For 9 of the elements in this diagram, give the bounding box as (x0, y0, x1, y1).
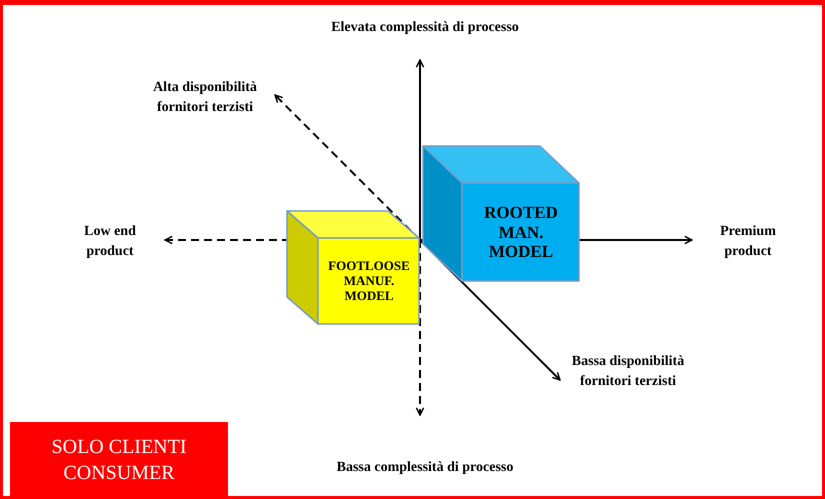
axis-label: Bassa complessità di processo (336, 459, 514, 477)
axis-label: Elevata complessità di processo (330, 19, 520, 37)
axis-label: Alta disponibilità fornitori terzisti (152, 79, 258, 117)
axis-label: Bassa disponibilità fornitori terzisti (570, 353, 686, 391)
cube-label: ROOTED MAN. MODEL (483, 203, 559, 262)
cube-label: FOOTLOOSE MANUF. MODEL (327, 259, 411, 304)
category-tag: SOLO CLIENTI CONSUMER (10, 422, 228, 496)
axis-label: Premium product (719, 223, 777, 261)
axis-label: Low end product (83, 223, 137, 261)
